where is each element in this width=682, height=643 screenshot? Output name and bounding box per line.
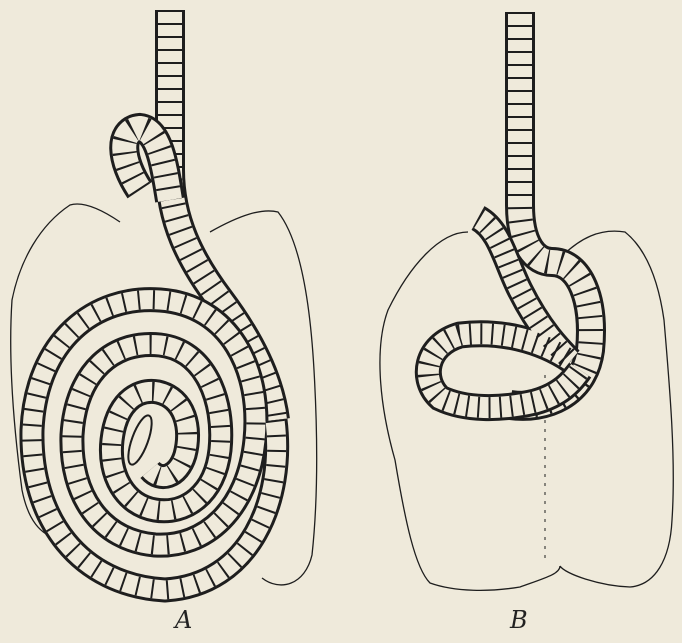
panel-a-label: A xyxy=(175,606,192,634)
panel-b xyxy=(380,12,673,590)
panel-a xyxy=(11,10,317,590)
panel-b-label: B xyxy=(510,606,528,634)
